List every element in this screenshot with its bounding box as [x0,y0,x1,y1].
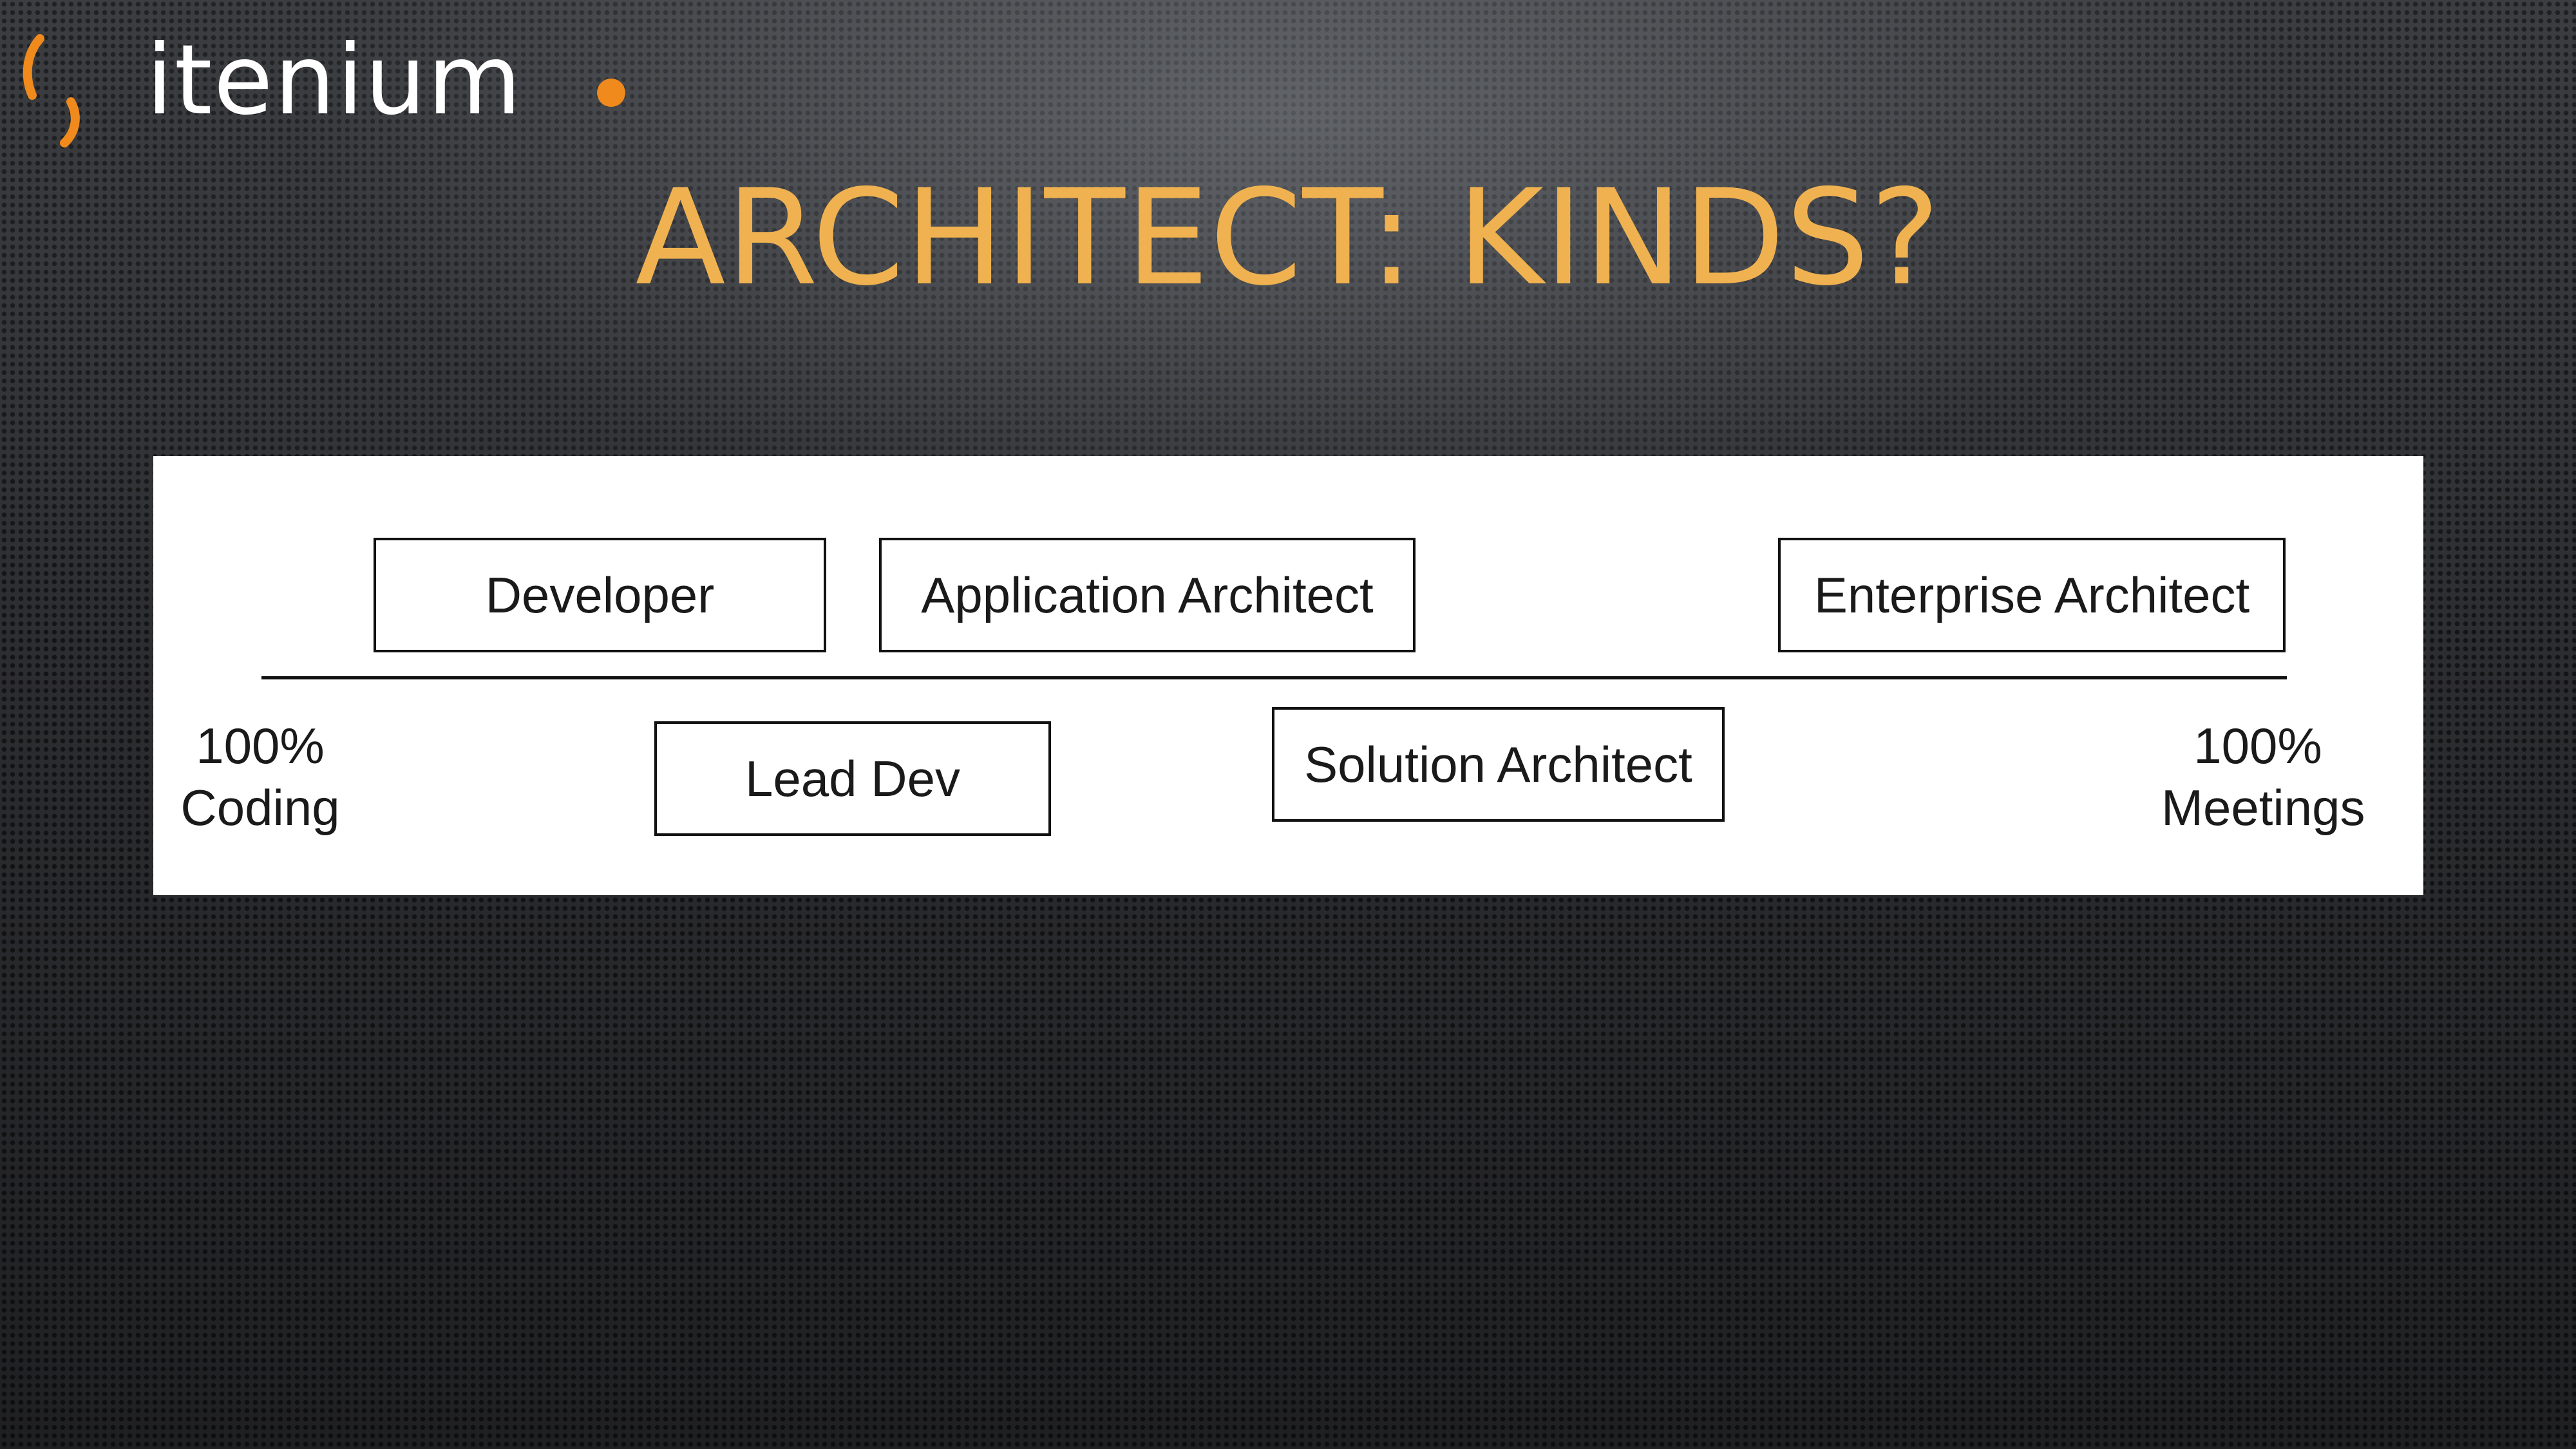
logo-dot-icon [597,79,625,107]
axis-start-value: 100% [196,717,325,774]
itenium-logo: itenium [14,26,632,155]
role-box-lead-dev: Lead Dev [654,721,1051,836]
role-box-application-architect: Application Architect [879,538,1416,652]
spectrum-axis-line [261,676,2287,679]
role-box-enterprise-architect: Enterprise Architect [1778,538,2286,652]
slide-title: ARCHITECT: KINDS? [635,162,1941,315]
axis-end-text: Meetings [2161,779,2365,836]
role-box-developer: Developer [374,538,826,652]
axis-start-label: 100% Coding [164,715,357,838]
axis-start-text: Coding [180,779,340,836]
axis-end-value: 100% [2193,717,2322,774]
axis-end-label: 100% Meetings [2161,715,2365,838]
logo-bracket-icon [23,34,80,147]
logo-wordmark: itenium [146,24,523,137]
architect-spectrum-diagram: Developer Application Architect Enterpri… [153,456,2423,895]
role-box-solution-architect: Solution Architect [1272,707,1725,822]
